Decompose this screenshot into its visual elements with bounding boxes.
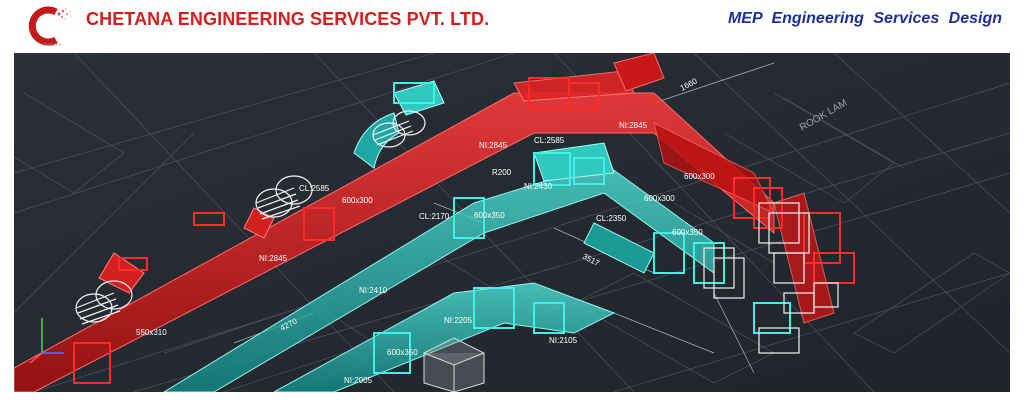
tagline: MEP Engineering Services Design xyxy=(727,10,1002,27)
label-size-600x350-b: 600x350 xyxy=(672,228,703,237)
label-cl2585-left: CL:2585 xyxy=(299,184,330,193)
label-cl2170: CL:2170 xyxy=(419,212,450,221)
logo-subtext: chetana xyxy=(42,42,62,47)
mep-duct-rendering: NI:2845 CL:2585 NI:2845 CL:2585 NI:2845 … xyxy=(14,53,1010,392)
red-duct-flanges xyxy=(73,77,855,384)
junction-box xyxy=(423,337,485,392)
label-cl2585-mid: CL:2585 xyxy=(534,136,565,145)
label-size-550x310: 550x310 xyxy=(136,328,167,337)
label-ni2005: NI:2005 xyxy=(344,376,373,385)
sound-attenuators xyxy=(75,110,839,354)
label-size-600x350-c: 600x350 xyxy=(387,348,418,357)
label-ni2105: NI:2105 xyxy=(549,336,578,345)
label-size-600x300-c: 600x300 xyxy=(644,194,675,203)
label-ni2845-right: NI:2845 xyxy=(619,121,648,130)
label-ni2205: NI:2205 xyxy=(444,316,473,325)
attenuator-1 xyxy=(75,280,133,325)
company-name: CHETANA ENGINEERING SERVICES PVT. LTD. xyxy=(86,9,490,29)
cyan-duct-flanges xyxy=(373,82,791,374)
diffuser-boxes xyxy=(703,202,839,354)
label-ni2430: NI:2430 xyxy=(524,182,553,191)
page-header: chetana CHETANA ENGINEERING SERVICES PVT… xyxy=(0,0,1024,52)
label-ni2845-left: NI:2845 xyxy=(259,254,288,263)
ucs-axis-icon xyxy=(29,318,64,364)
label-size-600x300-b: 600x300 xyxy=(684,172,715,181)
attenuator-2 xyxy=(255,175,313,220)
label-size-600x350-a: 600x350 xyxy=(474,211,505,220)
label-cl2350: CL:2350 xyxy=(596,214,627,223)
label-ni2410: NI:2410 xyxy=(359,286,388,295)
company-logo: chetana xyxy=(26,6,78,50)
label-ni2845-top: NI:2845 xyxy=(479,141,508,150)
label-size-600x300-a: 600x300 xyxy=(342,196,373,205)
attenuator-3 xyxy=(372,110,426,148)
label-r200: R200 xyxy=(492,168,512,177)
